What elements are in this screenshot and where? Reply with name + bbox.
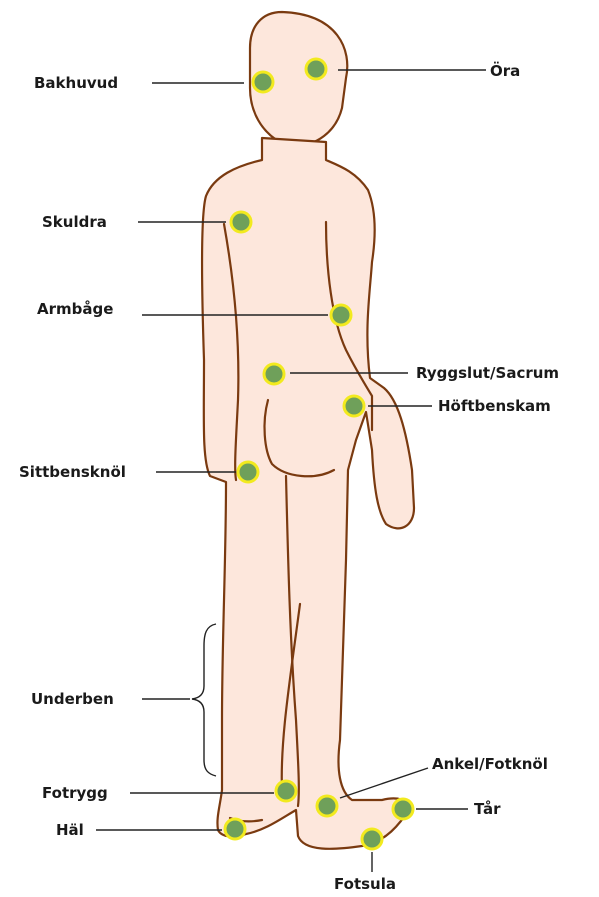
label-skuldra: Skuldra [42, 213, 107, 231]
body-figure [202, 12, 414, 849]
leader-ankel [340, 768, 428, 798]
marker-fotrygg [276, 781, 296, 801]
label-fotsula: Fotsula [334, 875, 396, 893]
marker-ora [306, 59, 326, 79]
label-armbage: Armbåge [37, 300, 113, 318]
label-fotrygg: Fotrygg [42, 784, 108, 802]
marker-armbage [331, 305, 351, 325]
marker-ryggslut [264, 364, 284, 384]
label-ora: Öra [490, 61, 520, 80]
label-hal: Häl [56, 821, 84, 839]
underben-brace [192, 624, 216, 776]
marker-tar [393, 799, 413, 819]
marker-fotsula [362, 829, 382, 849]
marker-hal [225, 819, 245, 839]
marker-skuldra [231, 212, 251, 232]
label-tar: Tår [474, 800, 501, 818]
label-ankel: Ankel/Fotknöl [432, 755, 548, 773]
label-sittbensknol: Sittbensknöl [19, 463, 126, 481]
label-ryggslut: Ryggslut/Sacrum [416, 364, 559, 382]
label-underben: Underben [31, 690, 114, 708]
marker-sittbensknol [238, 462, 258, 482]
torso-and-legs [202, 138, 414, 849]
marker-bakhuvud [253, 72, 273, 92]
marker-hoftbenskam [344, 396, 364, 416]
label-bakhuvud: Bakhuvud [34, 74, 118, 92]
marker-ankel [317, 796, 337, 816]
label-hoftbenskam: Höftbenskam [438, 397, 551, 415]
